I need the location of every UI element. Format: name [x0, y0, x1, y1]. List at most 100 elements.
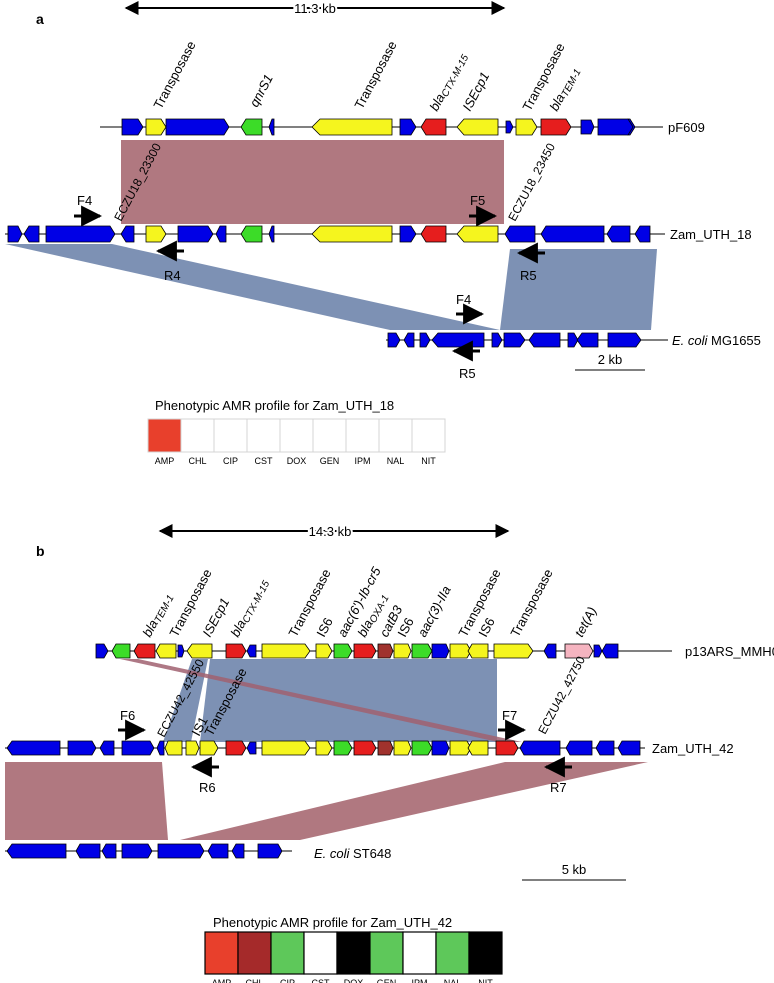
scale-bar-5kb: 5 kb [522, 862, 626, 881]
amr-cell-chl [180, 418, 215, 453]
amr-cell-nal [435, 931, 470, 975]
amr-drug-label: NAL [387, 456, 405, 466]
svg-text:R7: R7 [550, 780, 567, 795]
gene-label-transposase: Transposase [351, 38, 399, 111]
locus-tag-right: ECZU42_42750 [535, 654, 588, 737]
svg-text:R5: R5 [459, 366, 476, 381]
similarity-band-p13-zam42-inverted [120, 659, 522, 742]
svg-text:2 kb: 2 kb [598, 352, 623, 367]
primer-f7: F7 [498, 708, 527, 741]
primer-f4: F4 [74, 193, 103, 227]
svg-text:F4: F4 [77, 193, 92, 208]
panel-b: b 14.3 kb [5, 522, 774, 983]
gene-label-aac3-iia: aac(3)-IIa [414, 583, 453, 639]
amr-drug-label: GEN [320, 456, 340, 466]
amr-drug-label: IPM [411, 978, 427, 983]
primer-r4: R4 [155, 240, 184, 283]
amr-drug-label: IPM [354, 456, 370, 466]
panel-b-span-label: 14.3 kb [309, 524, 352, 539]
amr-cell-gen [312, 418, 347, 453]
amr-cell-nit [468, 931, 503, 975]
scale-bar-2kb: 2 kb [575, 352, 645, 371]
gene-label-transposase: Transposase [507, 566, 555, 639]
primer-r5-mg1655: R5 [451, 340, 480, 381]
amr-drug-label: NAL [444, 978, 462, 983]
amr-title-zam42: Phenotypic AMR profile for Zam_UTH_42 [213, 915, 452, 930]
primer-r6: R6 [190, 756, 219, 795]
similarity-band-zam42-st648-left [5, 762, 168, 840]
svg-text:5 kb: 5 kb [562, 862, 587, 877]
svg-text:R5: R5 [520, 268, 537, 283]
gene-label-bla-ctx-m-15: blaCTX-M-15 [227, 576, 272, 640]
amr-cell-dox [279, 418, 314, 453]
svg-text:F5: F5 [470, 193, 485, 208]
amr-cell-amp [204, 931, 239, 975]
amr-profile-zam18: AMP CHL CIP CST DOX GEN IPM NAL NIT [147, 418, 446, 466]
genes-p13 [95, 643, 619, 659]
amr-drug-label: CST [255, 456, 274, 466]
primer-f4-mg1655: F4 [456, 292, 485, 325]
amr-cell-ipm [402, 931, 437, 975]
amr-cell-dox [336, 931, 371, 975]
gene-label-teta: tet(A) [571, 604, 599, 639]
amr-cell-cst [303, 931, 338, 975]
amr-cell-gen [369, 931, 404, 975]
track-label-zam18: Zam_UTH_18 [670, 227, 752, 242]
primer-r5: R5 [516, 242, 545, 283]
track-label-mg1655: E. coli MG1655 [672, 333, 761, 348]
gene-label-qnrs1: qnrS1 [246, 72, 276, 110]
similarity-band-p13-zam42-isecp1 [163, 659, 208, 742]
panel-a-span-arrow: 11.3 kb [124, 0, 506, 18]
amr-cell-nal [378, 418, 413, 453]
genes-pf609 [121, 118, 636, 136]
amr-cell-cst [246, 418, 281, 453]
track-label-pf609: pF609 [668, 120, 705, 135]
panel-a-span-label: 11.3 kb [294, 1, 336, 16]
panel-a: a 11.3 kb [5, 0, 761, 466]
amr-drug-label: CIP [223, 456, 238, 466]
amr-drug-label: CIP [280, 978, 295, 983]
amr-drug-label: CHL [188, 456, 206, 466]
primer-f6: F6 [118, 708, 147, 741]
gene-label-isecp1: ISEcp1 [459, 69, 492, 113]
panel-b-label: b [36, 543, 45, 559]
panel-b-span-arrow: 14.3 kb [158, 522, 510, 541]
amr-drug-label: CST [312, 978, 331, 983]
svg-text:F6: F6 [120, 708, 135, 723]
svg-text:R6: R6 [199, 780, 216, 795]
amr-drug-label: NIT [478, 978, 493, 983]
similarity-band-zam18-mg1655-right [500, 249, 657, 330]
amr-cell-amp [147, 418, 182, 453]
amr-drug-label: GEN [377, 978, 397, 983]
amr-drug-label: DOX [287, 456, 307, 466]
gene-label-transposase: Transposase [150, 38, 198, 111]
primer-f5: F5 [469, 193, 498, 227]
similarity-band-zam42-st648-right [180, 762, 648, 840]
svg-text:F4: F4 [456, 292, 471, 307]
track-label-st648: E. coli ST648 [314, 846, 391, 861]
panel-a-label: a [36, 11, 44, 27]
track-label-zam42: Zam_UTH_42 [652, 741, 734, 756]
amr-cell-cip [213, 418, 248, 453]
similarity-band-zam18-mg1655-left [5, 244, 500, 330]
genes-zam42 [6, 740, 641, 756]
svg-text:R4: R4 [164, 268, 181, 283]
gene-label-is6: IS6 [313, 615, 335, 639]
amr-drug-label: AMP [155, 456, 175, 466]
amr-cell-cip [270, 931, 305, 975]
svg-text:F7: F7 [502, 708, 517, 723]
track-label-p13: p13ARS_MMH0112-2 [685, 644, 774, 659]
genes-mg1655 [387, 332, 642, 348]
primer-r7: R7 [543, 756, 572, 795]
amr-drug-label: NIT [421, 456, 436, 466]
amr-cell-chl [237, 931, 272, 975]
amr-drug-label: CHL [245, 978, 263, 983]
amr-title-zam18: Phenotypic AMR profile for Zam_UTH_18 [155, 398, 394, 413]
amr-drug-label: DOX [344, 978, 364, 983]
similarity-band-pf609-zam18 [121, 140, 504, 224]
genes-zam18 [7, 225, 651, 243]
genes-st648 [6, 843, 283, 859]
locus-tag-right: ECZU18_23450 [505, 141, 558, 224]
